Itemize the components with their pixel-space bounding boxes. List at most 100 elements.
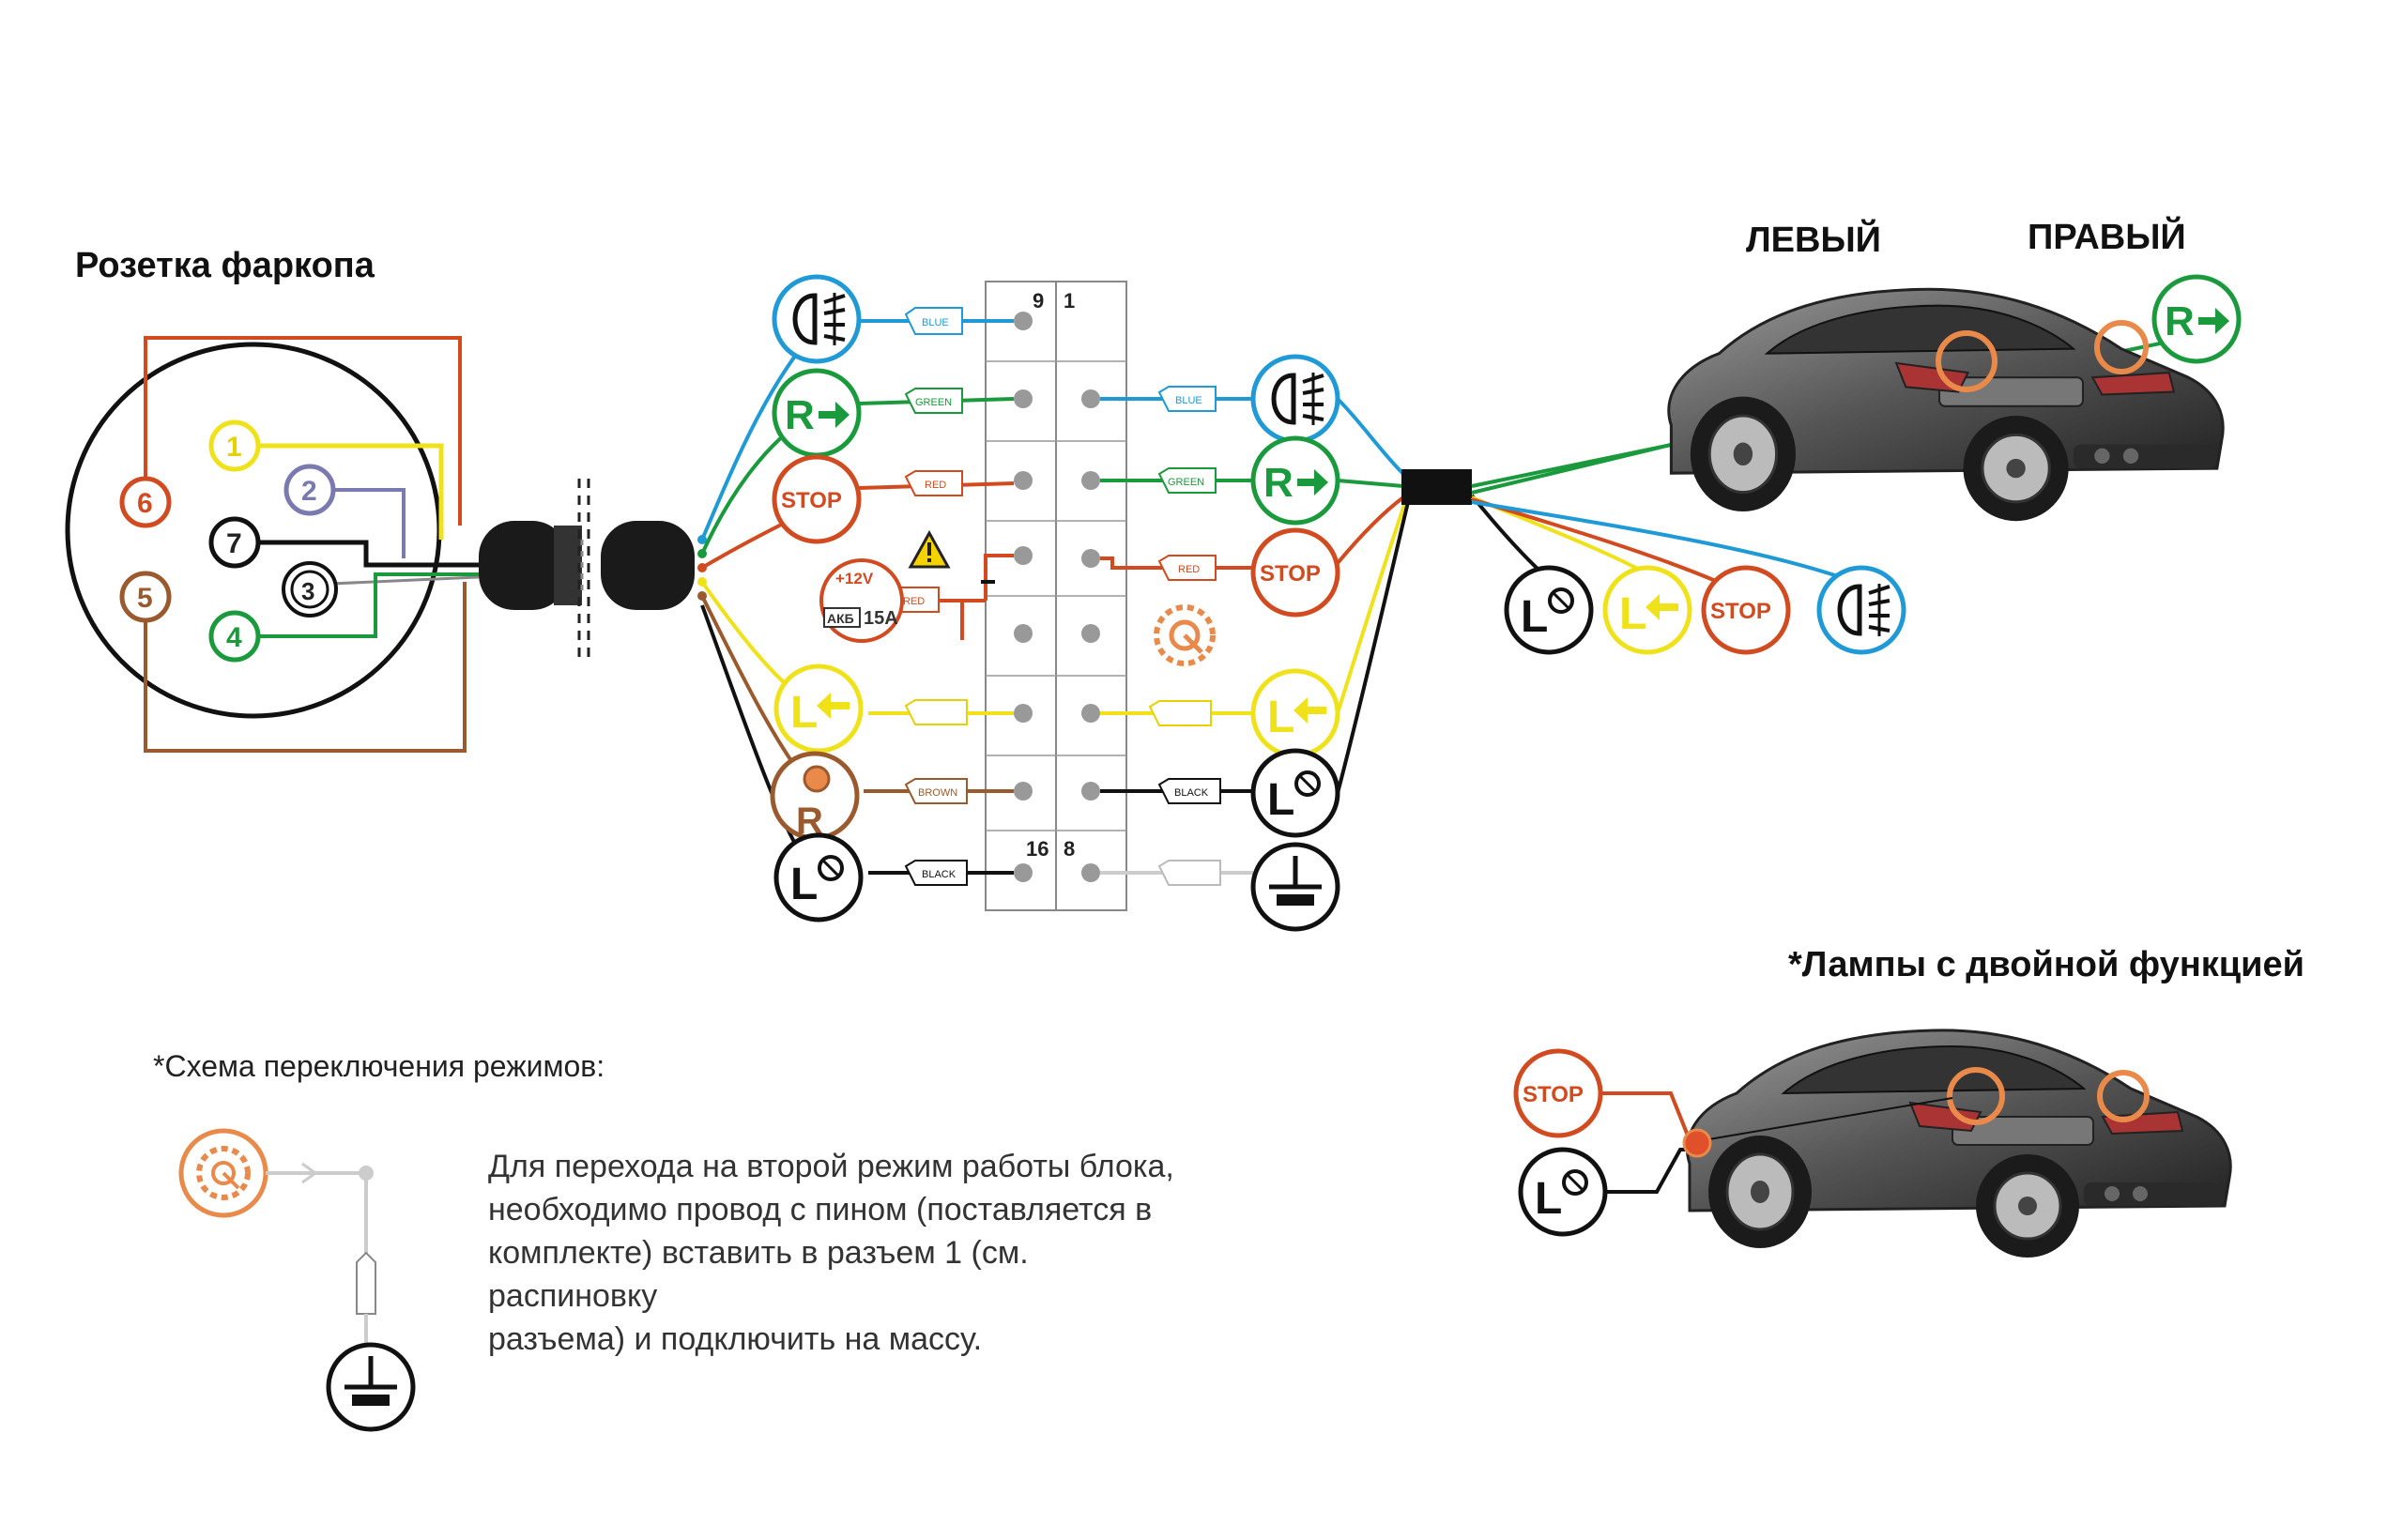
svg-text:STOP: STOP: [1523, 1082, 1584, 1107]
svg-text:RED: RED: [903, 596, 925, 607]
svg-text:BLACK: BLACK: [1174, 787, 1209, 799]
left-wire-tags: BLUE GREEN RED RED BROWN BLACK: [873, 307, 968, 886]
svg-text:L: L: [1267, 693, 1294, 742]
mode-gear-icon: [1154, 604, 1216, 666]
svg-text:STOP: STOP: [1710, 599, 1771, 624]
svg-text:L: L: [1619, 589, 1646, 639]
svg-text:BLUE: BLUE: [922, 317, 949, 328]
stop-light-icon: STOP: [1513, 1048, 1603, 1138]
stop-light-icon: STOP: [1701, 565, 1791, 655]
socket-pin-5: 5: [119, 571, 172, 623]
warning-icon: [908, 529, 951, 569]
socket-pin-2: 2: [283, 464, 336, 516]
battery-voltage: +12V: [835, 570, 874, 587]
fuse-rating: 15A: [864, 608, 898, 629]
right-symbols: R STOP L L: [1250, 354, 1340, 932]
pin-7-label: 7: [226, 528, 242, 559]
grid-number-16: 16: [1026, 837, 1049, 861]
battery-label: АКБ: [827, 611, 854, 626]
svg-text:GREEN: GREEN: [1168, 477, 1204, 488]
socket-pin-1: 1: [208, 419, 261, 472]
svg-text:BROWN: BROWN: [918, 787, 957, 799]
mode-text-line-1: Для перехода на второй режим работы блок…: [488, 1149, 1174, 1184]
right-lamp-marker: [2094, 320, 2149, 374]
svg-text:R: R: [1263, 460, 1294, 506]
pin-1-label: 1: [226, 432, 242, 463]
dual-function-title: *Лампы с двойной функцией: [1788, 945, 2304, 984]
wire-pin-icon: [356, 1251, 376, 1315]
wire-tag-green: GREEN: [904, 388, 963, 414]
dual-splice-marker: [1682, 1128, 1712, 1158]
wire-tag-blue: BLUE: [904, 307, 963, 335]
stop-light-icon: STOP: [772, 454, 862, 544]
svg-text:L: L: [1535, 1174, 1562, 1224]
side-light-icon: L: [1504, 565, 1594, 655]
pin-2-label: 2: [301, 476, 317, 507]
svg-text:R: R: [785, 392, 815, 438]
mode-text-line-2: необходимо провод с пином (поставляется …: [488, 1192, 1153, 1227]
right-side-label: ПРАВЫЙ: [2028, 215, 2186, 257]
mode-text-line-3: комплекте) вставить в разъем 1 (см. расп…: [488, 1235, 1029, 1314]
turn-signal-icon: L: [1602, 565, 1692, 655]
mode-instructions: Для перехода на второй режим работы блок…: [488, 1145, 1202, 1361]
mode-scheme-title: *Схема переключения режимов:: [153, 1049, 605, 1083]
wire-tag-right-white: [1157, 860, 1221, 886]
reverse-light-icon: R: [772, 368, 862, 458]
dual-function-car: [1685, 1029, 2232, 1259]
socket-pin-7: 7: [208, 516, 261, 569]
mode-text-line-4: разъема) и подключить на массу.: [488, 1321, 983, 1357]
svg-text:L: L: [790, 688, 818, 738]
svg-text:L: L: [1267, 775, 1294, 825]
wire-tag-right-blue: BLUE: [1157, 386, 1217, 412]
socket-pin-3: 3: [282, 561, 338, 618]
battery-icon: +12V АКБ 15A: [819, 558, 904, 643]
socket-pin-6: 6: [119, 476, 172, 528]
trailer-socket: 1 2 3 4 5 6 7: [65, 336, 480, 753]
pin-3-label: 3: [301, 577, 314, 605]
wire-tag-right-green: GREEN: [1157, 467, 1217, 494]
grid-number-8: 8: [1064, 837, 1075, 861]
left-symbols: R STOP L R L: [770, 274, 864, 922]
ground-icon: [326, 1342, 416, 1432]
car-rear-icon: [1667, 287, 2225, 523]
svg-text:R: R: [2165, 298, 2195, 344]
fog-light-icon: [772, 274, 862, 364]
reverse-light-icon: R: [1250, 435, 1340, 526]
wire-tag-yellow: [904, 699, 968, 725]
side-light-icon: L: [1518, 1147, 1608, 1237]
stop-light-icon: STOP: [1250, 527, 1340, 618]
wire-tag-right-red: RED: [1157, 555, 1217, 581]
right-wire-tags: BLUE GREEN RED BLACK: [1148, 386, 1221, 886]
ground-icon: [1250, 842, 1340, 932]
fog-light-icon: [1816, 565, 1906, 655]
socket-title: Розетка фаркопа: [75, 246, 375, 285]
socket-pin-4: 4: [208, 610, 261, 663]
svg-text:L: L: [1521, 592, 1548, 642]
right-harness: [1336, 397, 1410, 794]
pin-5-label: 5: [137, 583, 153, 614]
wire-tag-black: BLACK: [904, 860, 968, 886]
pin-block: 9 1 16 8: [985, 281, 1127, 911]
mode-gear-icon: [178, 1128, 268, 1218]
rear-symbols: L L STOP: [1504, 565, 1906, 655]
svg-text:RED: RED: [925, 480, 946, 491]
svg-text:GREEN: GREEN: [915, 397, 952, 408]
grid-number-9: 9: [1033, 289, 1044, 313]
mode-switch-scheme: [178, 1128, 416, 1432]
svg-text:RED: RED: [1178, 564, 1200, 575]
svg-text:STOP: STOP: [781, 488, 842, 513]
pin-4-label: 4: [226, 622, 242, 653]
reverse-light-icon: R: [2151, 274, 2242, 364]
junction-box: [1401, 469, 1472, 505]
reverse-side-light-icon: R: [770, 751, 860, 842]
side-light-icon: L: [773, 832, 864, 922]
turn-signal-icon: L: [773, 663, 864, 754]
wire-tag-red: RED: [904, 470, 963, 496]
connector-pair: [479, 479, 707, 662]
pin-6-label: 6: [137, 488, 153, 519]
svg-text:BLACK: BLACK: [922, 869, 957, 880]
svg-text:STOP: STOP: [1260, 561, 1321, 587]
dual-right-lamp-marker: [2097, 1070, 2150, 1122]
wire-tag-right-black: BLACK: [1157, 778, 1221, 804]
